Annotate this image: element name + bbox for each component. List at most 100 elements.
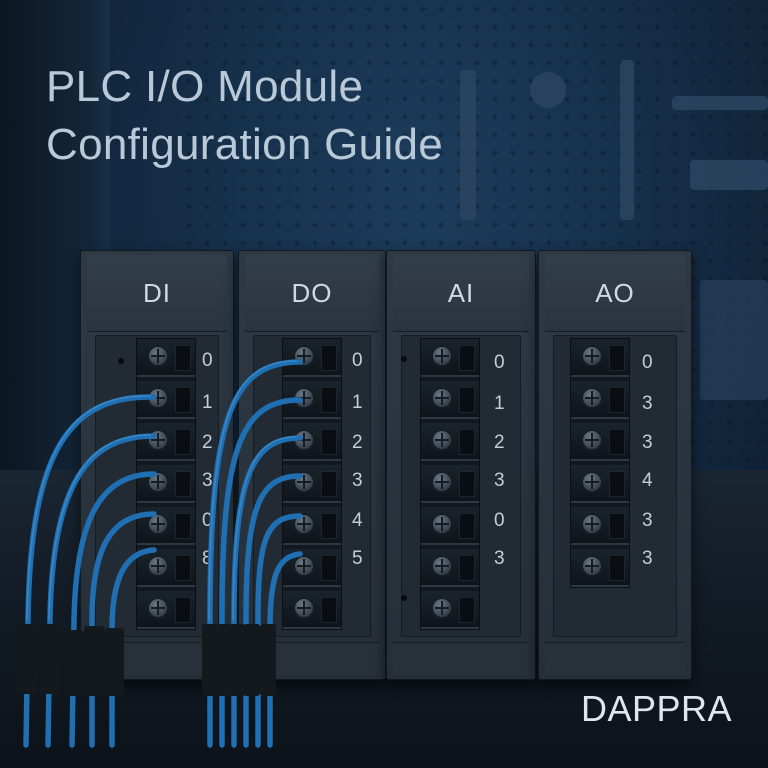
wrench-icon xyxy=(460,70,476,220)
terminal-screw-icon xyxy=(431,597,453,619)
terminal xyxy=(283,591,341,629)
bin-icon xyxy=(700,280,768,400)
terminal xyxy=(421,381,479,419)
terminal-screw-icon xyxy=(431,513,453,535)
terminal xyxy=(421,423,479,461)
wire-slot xyxy=(609,345,625,371)
terminal-screw-icon xyxy=(147,555,169,577)
channel-number: 5 xyxy=(352,548,363,569)
channel-number: 3 xyxy=(202,470,213,491)
terminal-block-ai xyxy=(420,338,480,630)
terminal-screw-icon xyxy=(147,597,169,619)
channel-number: 3 xyxy=(642,393,653,414)
status-led-icon xyxy=(401,595,407,601)
channel-number: 3 xyxy=(494,470,505,491)
wire-slot xyxy=(459,555,475,581)
wire-slot xyxy=(321,471,337,497)
wire-slot xyxy=(321,387,337,413)
terminal-screw-icon xyxy=(431,345,453,367)
wire-slot xyxy=(175,345,191,371)
wire-slot xyxy=(321,513,337,539)
module-header: AI xyxy=(393,255,529,332)
terminal xyxy=(421,339,479,377)
terminal-screw-icon xyxy=(581,513,603,535)
hammer-icon xyxy=(672,96,768,110)
wire-bundle-do xyxy=(202,359,303,748)
channel-number: 3 xyxy=(642,510,653,531)
channel-number: 0 xyxy=(494,352,505,373)
terminal-screw-icon xyxy=(431,387,453,409)
wire-slot xyxy=(321,429,337,455)
terminal-screw-icon xyxy=(293,597,315,619)
module-label: AI xyxy=(447,277,475,308)
terminal xyxy=(283,423,341,461)
module-base xyxy=(545,642,685,675)
channel-number: 3 xyxy=(352,470,363,491)
channel-number: 3 xyxy=(642,432,653,453)
channel-number: 1 xyxy=(494,393,505,414)
wire-slot xyxy=(609,387,625,413)
terminal xyxy=(137,507,195,545)
wire-slot xyxy=(175,513,191,539)
terminal xyxy=(283,381,341,419)
module-header: DO xyxy=(245,255,379,332)
terminal xyxy=(571,507,629,545)
channel-number: 3 xyxy=(494,548,505,569)
wire-slot xyxy=(321,597,337,623)
wire-slot xyxy=(609,471,625,497)
screwdriver-icon xyxy=(620,60,634,220)
terminal-screw-icon xyxy=(147,387,169,409)
wire-slot xyxy=(175,387,191,413)
wire-slot xyxy=(175,429,191,455)
channel-number: 1 xyxy=(352,392,363,413)
terminal-screw-icon xyxy=(581,387,603,409)
module-header: DI xyxy=(87,255,227,332)
wire-slot xyxy=(459,513,475,539)
terminal-screw-icon xyxy=(581,429,603,451)
wire-slot xyxy=(175,555,191,581)
terminal-screw-icon xyxy=(431,471,453,493)
wire-slot xyxy=(459,429,475,455)
brand-logo-text: DAPPRA xyxy=(580,688,732,729)
terminal-screw-icon xyxy=(581,471,603,493)
channel-number: 2 xyxy=(352,432,363,453)
terminal-screw-icon xyxy=(293,555,315,577)
channel-number: 0 xyxy=(352,350,363,371)
terminal-screw-icon xyxy=(147,513,169,535)
channel-number: 0 xyxy=(494,510,505,531)
terminal xyxy=(571,423,629,461)
channel-number: 8 xyxy=(202,548,213,569)
channel-number: 0 xyxy=(202,510,213,531)
terminal-screw-icon xyxy=(581,555,603,577)
wire-slot xyxy=(459,345,475,371)
wire-slot xyxy=(609,555,625,581)
terminal-screw-icon xyxy=(581,345,603,367)
terminal-screw-icon xyxy=(431,555,453,577)
terminal xyxy=(137,549,195,587)
channel-number: 0 xyxy=(642,352,653,373)
terminal xyxy=(137,591,195,629)
terminal xyxy=(137,381,195,419)
terminal xyxy=(137,339,195,377)
terminal xyxy=(137,423,195,461)
terminal-block-di xyxy=(136,338,196,630)
wire-slot xyxy=(321,555,337,581)
title-line-1: PLC I/O Module xyxy=(46,62,364,111)
module-header: AO xyxy=(545,255,685,332)
terminal-block-do xyxy=(282,338,342,630)
channel-number: 1 xyxy=(202,392,213,413)
module-label: AO xyxy=(595,277,635,308)
terminal xyxy=(571,381,629,419)
terminal xyxy=(421,507,479,545)
wire-slot xyxy=(609,513,625,539)
channel-number: 3 xyxy=(642,548,653,569)
pliers-icon xyxy=(530,72,566,108)
terminal xyxy=(421,465,479,503)
title-line-2: Configuration Guide xyxy=(46,120,444,169)
terminal-screw-icon xyxy=(293,429,315,451)
channel-number: 2 xyxy=(494,432,505,453)
channel-number: 2 xyxy=(202,432,213,453)
terminal xyxy=(421,549,479,587)
terminal xyxy=(571,465,629,503)
